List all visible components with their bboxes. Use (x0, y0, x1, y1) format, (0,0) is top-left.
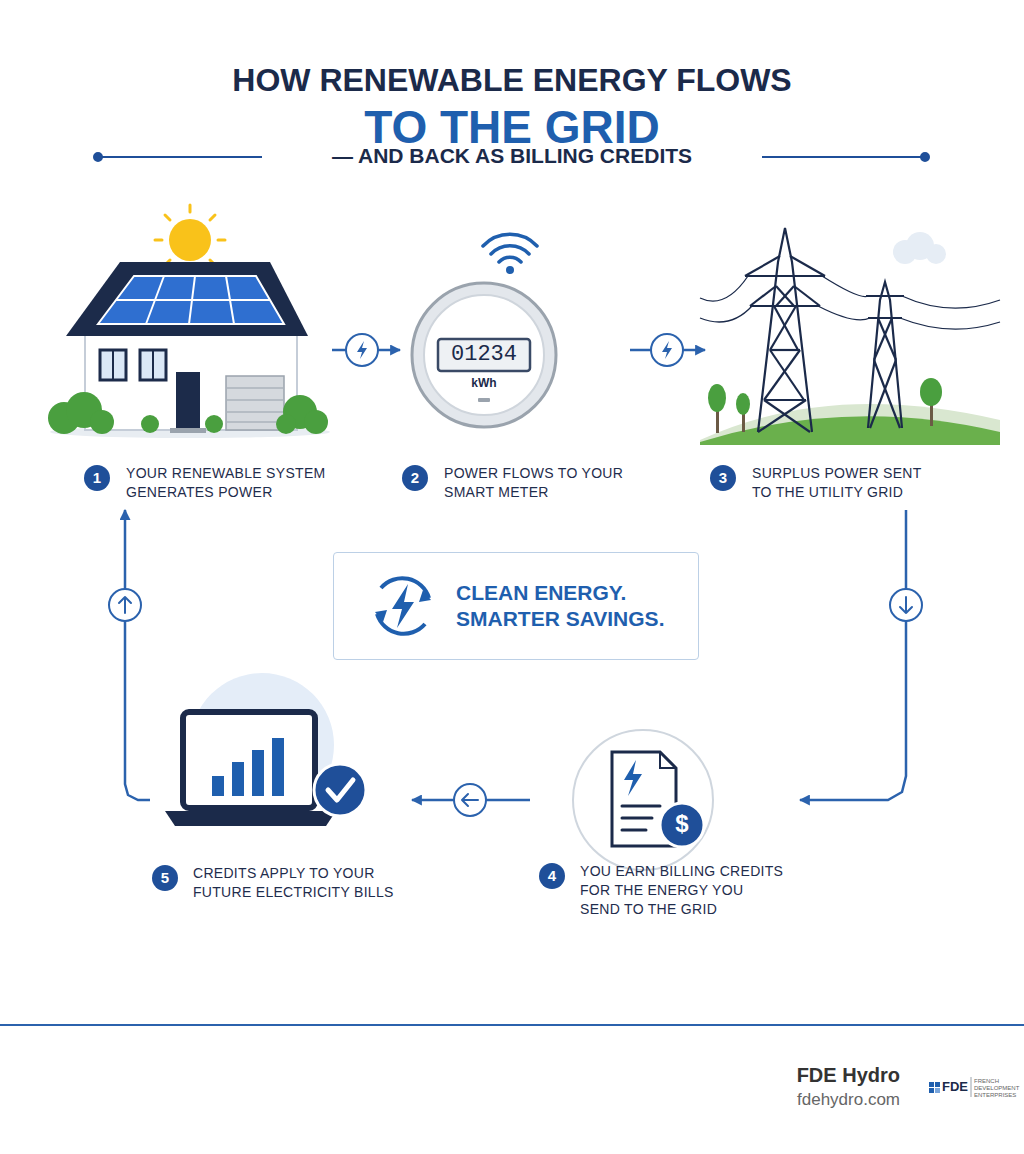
step-number: 4 (539, 863, 565, 889)
brand-url: fdehydro.com (650, 1090, 900, 1110)
meter-reading: 01234 (438, 341, 530, 369)
laptop (165, 673, 366, 826)
logo-mark (929, 1077, 971, 1097)
step-number: 3 (710, 465, 736, 491)
flow-arrow (800, 510, 906, 800)
logo-subtext: FRENCH DEVELOPMENT ENTERPRISES (974, 1078, 1016, 1099)
step-caption: YOUR RENEWABLE SYSTEM GENERATES POWER (126, 464, 326, 502)
house (48, 262, 330, 438)
step-number: 1 (84, 465, 110, 491)
step-apply: 5 CREDITS APPLY TO YOUR FUTURE ELECTRICIT… (150, 680, 412, 912)
cycle-icon (375, 578, 431, 634)
step-caption: CREDITS APPLY TO YOUR FUTURE ELECTRICITY… (193, 864, 403, 902)
step-generate: 1 YOUR RENEWABLE SYSTEM GENERATES POWER (40, 200, 332, 510)
step-credits: 4 YOU EARN BILLING CREDITS FOR THE ENERGY… (530, 725, 800, 925)
footer-rule (0, 1024, 1024, 1026)
flow-arrow (125, 510, 150, 800)
step-meter: 2 POWER FLOWS TO YOUR SMART METER (400, 230, 630, 508)
meter-unit: kWh (462, 376, 506, 390)
logo-text: FDE (942, 1079, 970, 1094)
transmission-towers (700, 228, 1000, 445)
step-caption: POWER FLOWS TO YOUR SMART METER (444, 464, 624, 502)
step-caption: SURPLUS POWER SENT TO THE UTILITY GRID (752, 464, 942, 502)
step-number: 2 (402, 465, 428, 491)
slogan-box: CLEAN ENERGY. SMARTER SAVINGS. (333, 552, 699, 660)
title: HOW RENEWABLE ENERGY FLOWS TO THE GRID (232, 50, 792, 153)
billing-statement (573, 730, 713, 870)
step-caption: YOU EARN BILLING CREDITS FOR THE ENERGY … (580, 862, 785, 919)
step-number: 5 (152, 865, 178, 891)
subtitle: — AND BACK AS BILLING CREDITS (262, 144, 762, 168)
step-grid: 3 SURPLUS POWER SENT TO THE UTILITY GRID (705, 220, 1000, 510)
currency-symbol: $ (670, 810, 694, 838)
smart-meter (412, 234, 556, 427)
brand-name: FDE Hydro (650, 1064, 900, 1087)
slogan-text: CLEAN ENERGY. SMARTER SAVINGS. (456, 580, 681, 630)
